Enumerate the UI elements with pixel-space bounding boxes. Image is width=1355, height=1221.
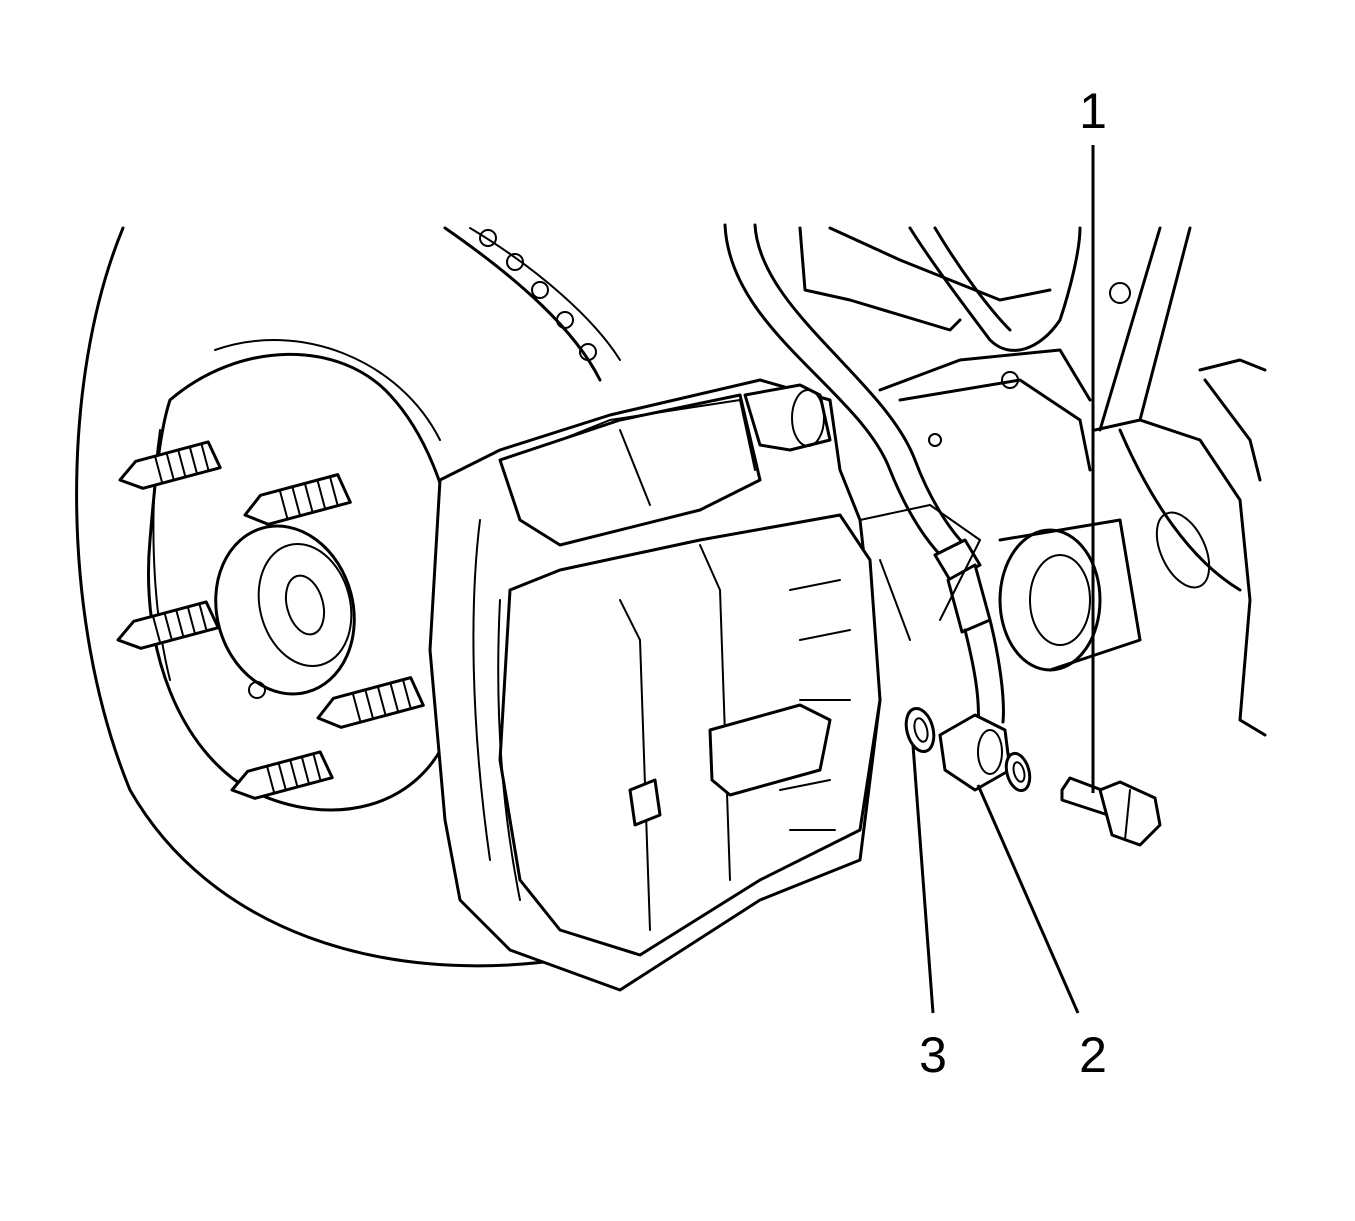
wheel-stud: [243, 473, 352, 526]
wheel-hub: [146, 339, 465, 812]
callout-1: 1: [1079, 83, 1107, 139]
brake-rotor: [75, 226, 621, 968]
washer-inner: [904, 706, 936, 754]
caliper-bleeder: [743, 383, 832, 452]
wheel-stud: [116, 600, 220, 650]
hub-bore-outer: [214, 524, 356, 696]
rotor-vent-holes: [479, 229, 597, 361]
brake-caliper: [428, 378, 882, 992]
leader-line-2: [976, 784, 1080, 1014]
brake-hose: [723, 223, 1005, 727]
hose-fitting: [938, 713, 1012, 792]
wheel-stud: [118, 440, 222, 490]
callout-2: 2: [1079, 1027, 1107, 1083]
callout-3: 3: [919, 1027, 947, 1083]
steering-knuckle: [798, 226, 1267, 737]
wheel-stud: [316, 676, 425, 729]
wheel-studs: [116, 440, 425, 800]
banjo-bolt: [1060, 776, 1162, 847]
locator-hole: [248, 681, 266, 699]
leader-lines: [911, 145, 1095, 1014]
washer-outer: [1004, 751, 1032, 793]
hub-bore-inner: [257, 542, 353, 668]
wheel-stud: [230, 750, 334, 800]
leader-line-3: [911, 744, 935, 1014]
